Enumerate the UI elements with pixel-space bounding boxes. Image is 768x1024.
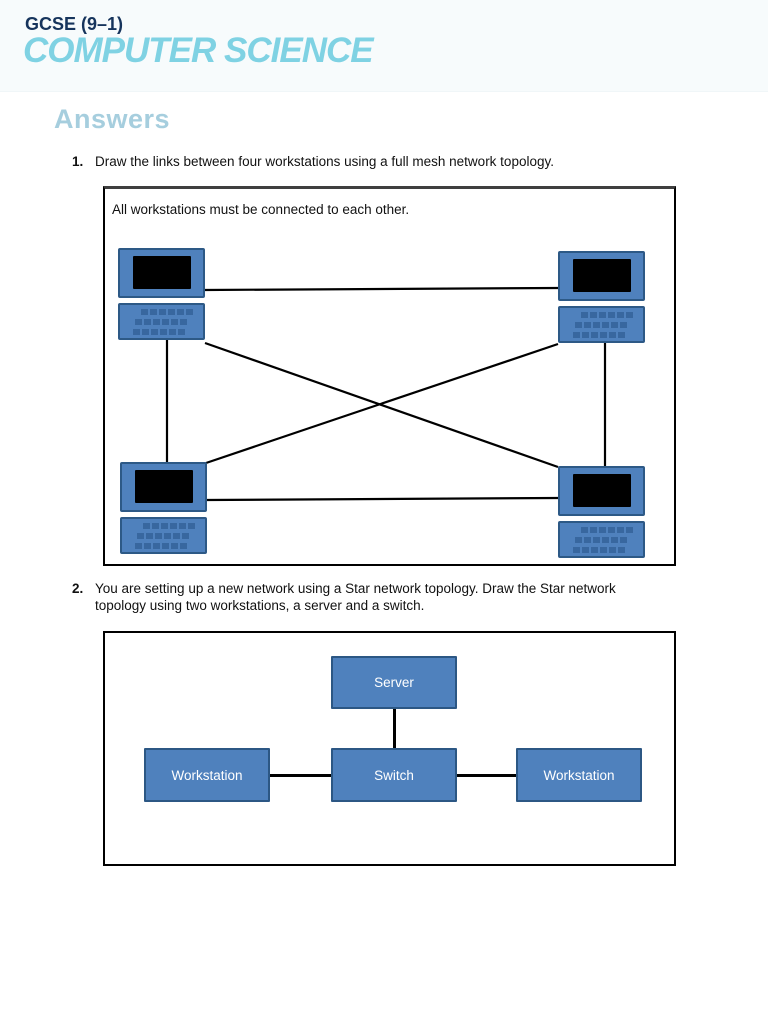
server-node: Server [331,656,457,709]
key-row [575,537,627,543]
keyboard-icon [558,521,645,558]
mesh-link-diagonal-1 [204,341,559,469]
star-link-server-switch [393,709,396,748]
workstation-icon [558,466,645,558]
star-link-workstation-left-switch [270,774,331,777]
question-2: 2. You are setting up a new network usin… [72,580,661,614]
question-2-text: You are setting up a new network using a… [95,581,616,613]
key-row [573,547,625,553]
workstation-node-right: Workstation [516,748,642,802]
star-answer-box: Server Switch Workstation Workstation [103,631,676,866]
switch-node-label: Switch [374,767,414,783]
qualification-label: GCSE (9–1) [25,14,124,34]
star-link-workstation-right-switch [457,774,516,777]
workstation-node-left: Workstation [144,748,270,802]
key-row [575,322,627,328]
mesh-answer-note: All workstations must be connected to ea… [112,202,410,217]
question-1-text: Draw the links between four workstations… [95,154,554,169]
workstation-node-left-label: Workstation [171,767,243,783]
workstation-icon [558,251,645,343]
monitor-icon [558,251,645,301]
keyboard-icon [120,517,207,554]
key-row [581,527,633,533]
server-node-label: Server [374,675,414,690]
key-row [135,319,187,325]
mesh-link-bottom [205,496,559,502]
monitor-screen [134,470,193,503]
key-row [143,523,195,529]
monitor-icon [120,462,207,512]
monitor-icon [118,248,205,298]
answers-heading: Answers [54,104,171,134]
keyboard-icon [558,306,645,343]
monitor-icon [558,466,645,516]
workstation-node-right-label: Workstation [543,767,615,783]
monitor-screen [572,259,631,292]
key-row [137,533,189,539]
mesh-answer-box: All workstations must be connected to ea… [103,186,676,566]
header-band [0,0,768,92]
keyboard-icon [118,303,205,340]
key-row [135,543,187,549]
key-row [573,332,625,338]
key-row [141,309,193,315]
question-1: 1. Draw the links between four workstati… [72,153,661,170]
key-row [133,329,185,335]
question-2-number: 2. [72,581,84,596]
key-row [581,312,633,318]
question-1-number: 1. [72,154,84,169]
monitor-screen [132,256,191,289]
switch-node: Switch [331,748,457,802]
workstation-icon [120,462,207,554]
subject-title: COMPUTER SCIENCE [23,31,374,70]
monitor-screen [572,474,631,507]
workstation-icon [118,248,205,340]
mesh-link-diagonal-2 [205,342,559,465]
mesh-link-top [203,286,559,292]
